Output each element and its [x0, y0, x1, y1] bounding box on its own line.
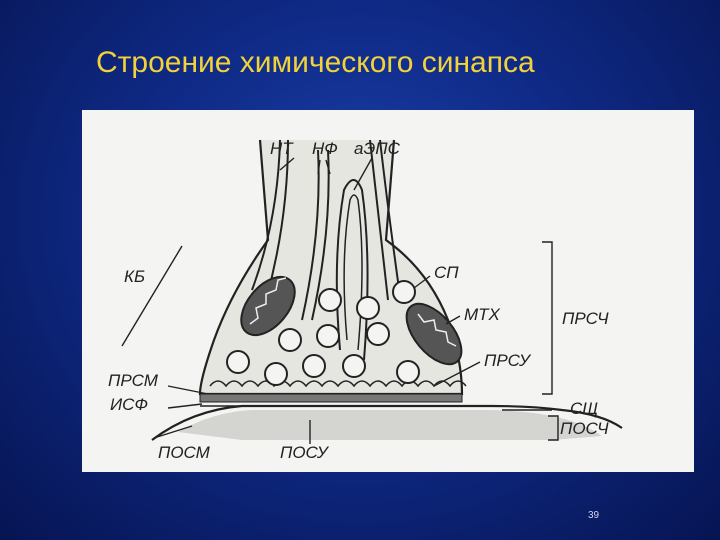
agranular-er: [335, 179, 369, 361]
agranular-er-inner: [343, 194, 363, 351]
vesicle: [366, 322, 390, 346]
vesicle: [226, 350, 250, 374]
vesicle: [392, 280, 416, 304]
label-posch: ПОСЧ: [560, 419, 609, 438]
label-sp: СП: [434, 263, 459, 282]
vesicle: [342, 354, 366, 378]
mitochondrion-left: [240, 275, 296, 337]
label-mtx: МТХ: [464, 305, 501, 324]
vesicle: [278, 328, 302, 352]
vesicle: [318, 288, 342, 312]
neurotubule: [369, 139, 389, 301]
synapse-drawing: НТ НФ аЭПС КБ СП МТХ ПРСЧ ПРСУ ПРСМ ИСФ …: [108, 139, 623, 462]
label-isf: ИСФ: [110, 395, 148, 414]
presynaptic-thickening: [209, 380, 467, 388]
vesicle: [396, 360, 420, 384]
slide-title: Строение химического синапса: [96, 46, 535, 79]
synaptic-vesicles: [226, 280, 420, 386]
synapse-diagram: НТ НФ аЭПС КБ СП МТХ ПРСЧ ПРСУ ПРСМ ИСФ …: [82, 110, 694, 472]
label-aeps: аЭПС: [354, 139, 401, 158]
label-kb: КБ: [124, 267, 145, 286]
label-sshch: СЩ: [570, 399, 598, 418]
slide-page-number: 39: [588, 510, 600, 521]
postsynaptic-membrane: [151, 404, 623, 441]
label-prsch: ПРСЧ: [562, 309, 609, 328]
label-nf: НФ: [312, 139, 338, 158]
presynaptic-membrane: [199, 393, 463, 403]
postsynaptic-compaction: [178, 410, 602, 440]
neurotubule: [251, 139, 281, 291]
vesicle: [356, 296, 380, 320]
vesicle: [302, 354, 326, 378]
label-posm: ПОСМ: [158, 443, 211, 462]
vesicle: [316, 324, 340, 348]
label-prsu: ПРСУ: [484, 351, 532, 370]
neurotubule: [379, 139, 401, 297]
label-nt: НТ: [270, 139, 294, 158]
vesicle: [264, 362, 288, 386]
label-posu: ПОСУ: [280, 443, 330, 462]
label-prsm: ПРСМ: [108, 371, 159, 390]
